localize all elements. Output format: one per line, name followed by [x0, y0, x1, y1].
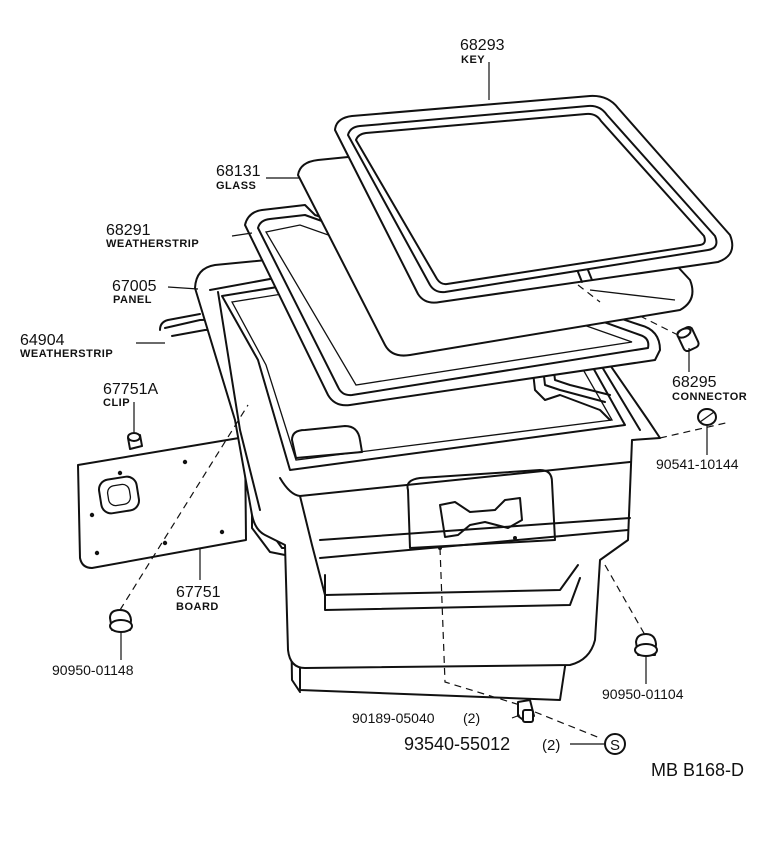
callout-67751: 67751 BOARD	[176, 584, 221, 613]
part-number-90541-10144: 90541-10144	[656, 456, 739, 472]
grommet-90950-01104-drawing	[604, 564, 658, 657]
part-number-90950-01148: 90950-01148	[52, 662, 134, 678]
callout-90189-05040: 90189-05040 (2)	[352, 710, 480, 726]
callout-90541-10144: 90541-10144	[656, 456, 739, 472]
part-number-64904: 64904	[20, 332, 65, 349]
part-number-67751A: 67751A	[103, 381, 158, 398]
part-number-68291: 68291	[106, 222, 151, 239]
screw-90189-drawing	[439, 547, 601, 739]
callout-68131: 68131 GLASS	[216, 163, 261, 192]
part-name-glass: GLASS	[216, 180, 256, 192]
grommet-90950-01148-drawing	[109, 404, 249, 633]
part-name-clip: CLIP	[103, 397, 130, 409]
fastener-90541-drawing	[659, 408, 731, 439]
part-name-key: KEY	[461, 54, 485, 66]
leader-lines	[120, 62, 708, 745]
callout-64904: 64904 WEATHERSTRIP	[20, 332, 113, 360]
part-name-panel: PANEL	[113, 294, 152, 306]
part-number-68131: 68131	[216, 163, 261, 180]
part-name-connector: CONNECTOR	[672, 391, 747, 403]
qty-93540-55012: (2)	[542, 737, 560, 754]
part-name-weatherstrip-64904: WEATHERSTRIP	[20, 348, 113, 360]
part-number-90189-05040: 90189-05040	[352, 710, 435, 726]
standard-part-letter: S	[610, 737, 620, 754]
part-number-68295: 68295	[672, 374, 717, 391]
callout-90950-01104: 90950-01104	[602, 686, 684, 702]
callout-93540-55012: 93540-55012 (2)	[404, 734, 560, 754]
diagram-code: MB B168-D	[651, 760, 744, 780]
part-name-weatherstrip-68291: WEATHERSTRIP	[106, 238, 199, 250]
callout-68293: 68293 KEY	[460, 37, 505, 66]
key-68293-drawing	[334, 94, 734, 304]
part-number-90950-01104: 90950-01104	[602, 686, 684, 702]
part-number-68293: 68293	[460, 37, 505, 54]
connector-68295-drawing	[639, 315, 700, 353]
part-number-67005: 67005	[112, 278, 157, 295]
callout-67751A: 67751A CLIP	[103, 381, 158, 409]
callout-68295: 68295 CONNECTOR	[672, 374, 747, 403]
standard-part-symbol: S	[604, 733, 626, 755]
callout-68291: 68291 WEATHERSTRIP	[106, 222, 199, 250]
board-67751-drawing	[77, 436, 247, 569]
callout-90950-01148: 90950-01148	[52, 662, 134, 678]
part-number-67751: 67751	[176, 584, 221, 601]
qty-90189-05040: (2)	[463, 710, 480, 726]
part-name-board: BOARD	[176, 601, 219, 613]
diagram-code-block: MB B168-D	[651, 760, 744, 780]
part-number-93540-55012: 93540-55012	[404, 734, 510, 754]
clip-67751A-drawing	[127, 432, 143, 450]
callout-67005: 67005 PANEL	[112, 278, 157, 306]
